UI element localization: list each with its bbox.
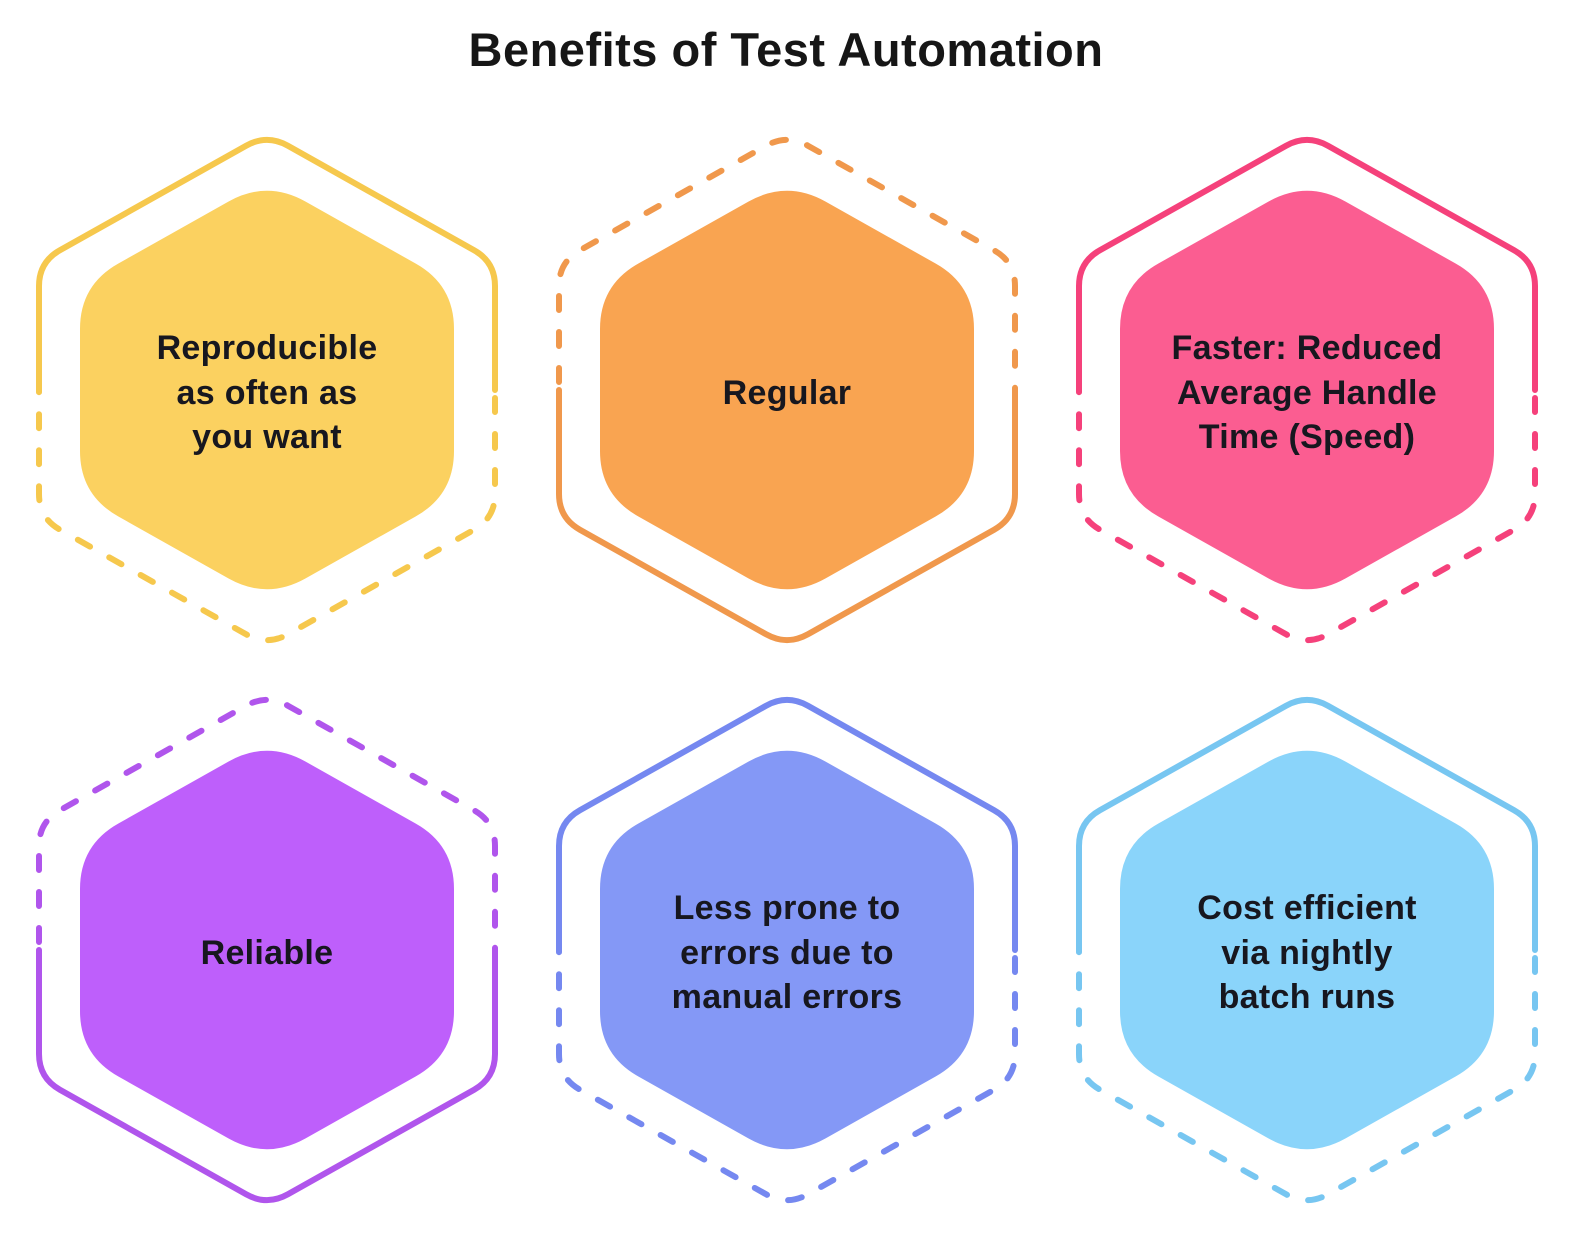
hexagon-outline-bottom	[1076, 387, 1538, 644]
hexagon-fill	[1120, 750, 1494, 1150]
hexagon-graphic	[556, 136, 1018, 644]
hexagon-outline-bottom	[36, 947, 498, 1204]
hexagon-graphic	[36, 696, 498, 1204]
benefit-hexagon-reliable: Reliable	[32, 688, 502, 1218]
hexagon-outline-top	[1076, 136, 1538, 393]
hexagon-fill	[600, 750, 974, 1150]
hexagon-outline-bottom	[36, 387, 498, 644]
benefit-label: Reproducible as often as you want	[156, 328, 378, 457]
benefit-hexagon-less-errors: Less prone to errors due to manual error…	[552, 688, 1022, 1218]
hexagon-graphic	[1076, 696, 1538, 1204]
benefit-hexagon-faster: Faster: Reduced Average Handle Time (Spe…	[1072, 128, 1542, 658]
benefit-label: Less prone to errors due to manual error…	[671, 888, 903, 1017]
hexagon-graphic	[36, 136, 498, 644]
hexagon-fill	[80, 750, 454, 1150]
hexagon-graphic	[556, 696, 1018, 1204]
benefit-hexagon-reproducible: Reproducible as often as you want	[32, 128, 502, 658]
benefit-hexagon-regular: Regular	[552, 128, 1022, 658]
hexagon-fill	[80, 190, 454, 590]
benefit-label: Faster: Reduced Average Handle Time (Spe…	[1171, 328, 1443, 457]
hexagon-outline-bottom	[556, 387, 1018, 644]
hexagon-outline-bottom	[556, 947, 1018, 1204]
hexagon-outline-top	[36, 696, 498, 953]
hexagon-outline-top	[1076, 696, 1538, 953]
benefit-hexagon-cost-efficient: Cost efficient via nightly batch runs	[1072, 688, 1542, 1218]
benefit-label: Cost efficient via nightly batch runs	[1197, 888, 1417, 1017]
hexagon-outline-top	[36, 136, 498, 393]
hexagon-graphic	[1076, 136, 1538, 644]
hexagon-outline-top	[556, 136, 1018, 393]
hexagon-outline-bottom	[1076, 947, 1538, 1204]
benefit-label: Regular	[722, 373, 852, 412]
hexagon-outline-top	[556, 696, 1018, 953]
benefit-label: Reliable	[200, 933, 334, 972]
hexagon-fill	[1120, 190, 1494, 590]
hexagon-fill	[600, 190, 974, 590]
page-title: Benefits of Test Automation	[468, 23, 1104, 76]
